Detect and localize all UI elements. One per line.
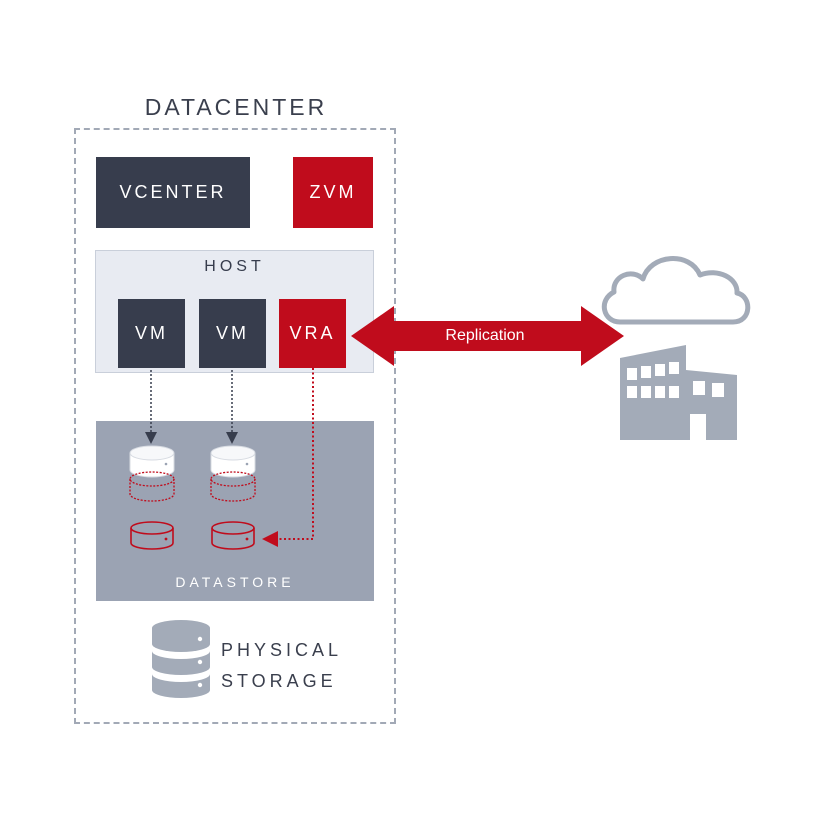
disk-stack-2-icon	[210, 445, 256, 502]
host-label: HOST	[204, 258, 265, 275]
vra-box: VRA	[279, 299, 346, 368]
vm-box-1: VM	[118, 299, 185, 368]
physical-storage-icon	[152, 620, 210, 698]
physical-storage-line2: STORAGE	[221, 671, 337, 691]
building-icon	[620, 345, 737, 440]
datastore-label: DATASTORE	[175, 574, 295, 590]
cloud-icon	[601, 256, 751, 325]
vm-box-2: VM	[199, 299, 266, 368]
datacenter-title: DATACENTER	[144, 94, 328, 120]
replica-disk-2-icon	[211, 521, 255, 550]
vcenter-box: VCENTER	[96, 157, 250, 228]
vra-label: VRA	[289, 323, 336, 343]
replication-label: Replication	[445, 327, 525, 344]
zvm-box: ZVM	[293, 157, 373, 228]
replication-arrow-icon	[351, 306, 624, 366]
zvm-label: ZVM	[309, 182, 357, 202]
physical-storage-line1: PHYSICAL	[221, 640, 343, 660]
disk-stack-1-icon	[129, 445, 175, 502]
vcenter-label: VCENTER	[119, 182, 227, 202]
vm-label-2: VM	[216, 323, 249, 343]
datacenter-frame	[74, 128, 396, 724]
physical-storage-label: PHYSICAL STORAGE	[221, 635, 342, 697]
vm-label-1: VM	[135, 323, 168, 343]
replica-disk-1-icon	[130, 521, 174, 550]
vra-to-replica-arrow	[262, 368, 314, 547]
